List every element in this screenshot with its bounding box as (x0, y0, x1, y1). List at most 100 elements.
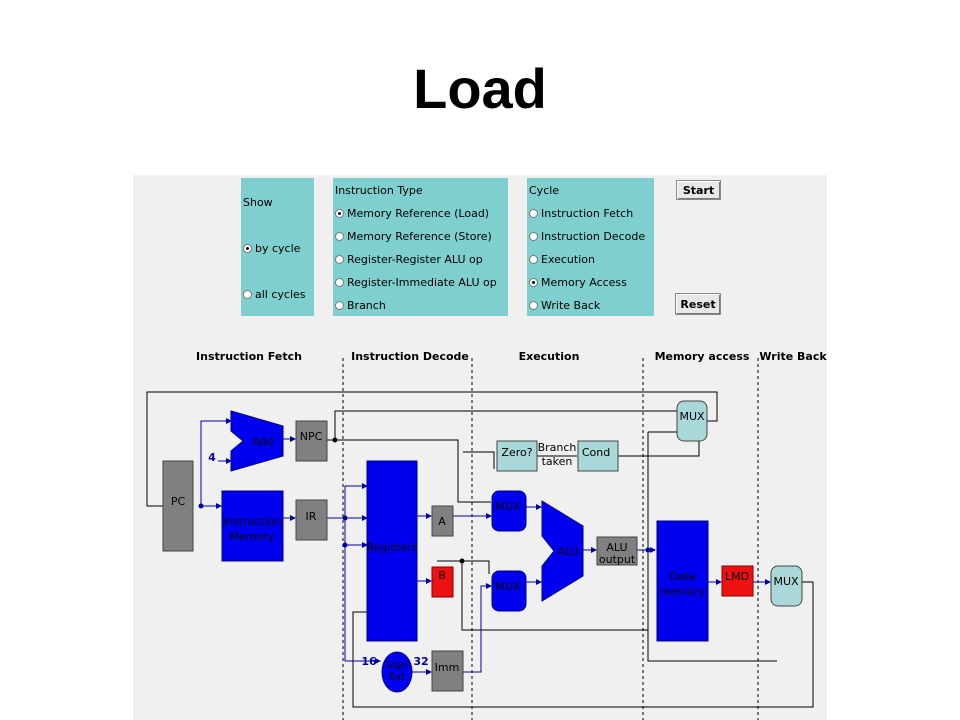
cycle-fetch-radio[interactable]: Instruction Fetch (529, 207, 633, 220)
wire-pc-to-add (200, 418, 232, 506)
cycle-option-label: Write Back (541, 299, 601, 312)
slide-title: Load (413, 57, 547, 120)
npc-register (295, 420, 328, 462)
alu-output-register (596, 536, 638, 566)
ir-register (295, 499, 328, 541)
instr-option-label: Memory Reference (Store) (347, 230, 492, 243)
show-option-label: all cycles (255, 288, 306, 301)
imm-label: Imm (435, 661, 460, 674)
sign-ext-label-1: Sign (386, 660, 408, 671)
zero-test (496, 440, 538, 472)
pc-register (162, 460, 194, 552)
junction-dot (459, 558, 465, 564)
add-label: Add (252, 435, 273, 448)
instr-option-label: Branch (347, 299, 386, 312)
cycle-option-label: Instruction Decode (541, 230, 646, 243)
wire-npc-to-mux (327, 410, 677, 441)
instr-branch-radio[interactable]: Branch (335, 299, 386, 312)
constant-four-label: 4 (208, 451, 216, 464)
junction-dot (332, 437, 338, 443)
cycle-label: Cycle (529, 184, 560, 197)
radio-icon (335, 255, 344, 264)
instr-option-label: Register-Register ALU op (347, 253, 483, 266)
pc-label: PC (171, 495, 186, 508)
imm-register (431, 650, 464, 692)
radio-icon (243, 290, 252, 299)
wire-writeback (352, 581, 814, 708)
cycle-panel: Cycle Instruction Fetch Instruction Deco… (527, 178, 654, 316)
instr-rr-alu-radio[interactable]: Register-Register ALU op (335, 253, 483, 266)
wb-mux-label: MUX (773, 575, 799, 588)
stage-label-writeback: Write Back (759, 350, 827, 363)
reset-button[interactable]: Reset (675, 293, 721, 315)
cycle-memory-radio[interactable]: Memory Access (529, 276, 627, 289)
data-memory (656, 520, 709, 642)
alu-mux-top-label: MUX (495, 500, 521, 513)
dmem-label-1: Data (669, 570, 695, 583)
cycle-decode-radio[interactable]: Instruction Decode (529, 230, 645, 243)
radio-icon (335, 301, 344, 310)
ir-label: IR (306, 510, 317, 523)
width-32-label: 32 (413, 655, 428, 668)
start-button[interactable]: Start (676, 180, 721, 200)
alu-label: ALU (557, 545, 578, 558)
alu-output-label-2: output (599, 553, 636, 566)
instr-load-radio[interactable]: Memory Reference (Load) (335, 207, 489, 220)
alu-mux-bottom-label: MUX (495, 580, 521, 593)
cycle-writeback-radio[interactable]: Write Back (529, 299, 600, 312)
radio-icon (529, 209, 538, 218)
show-panel: Show by cycle all cycles (241, 178, 314, 316)
cycle-option-label: Execution (541, 253, 595, 266)
junction-dot (645, 547, 651, 553)
wire-cond-to-mux (618, 441, 700, 457)
a-register (431, 505, 454, 537)
alu-input-mux-bottom (491, 570, 527, 612)
instr-store-radio[interactable]: Memory Reference (Store) (335, 230, 492, 243)
junction-dot (198, 503, 204, 509)
pipeline-applet: Show by cycle all cycles Instruction Typ… (133, 175, 827, 720)
instr-option-label: Register-Immediate ALU op (347, 276, 497, 289)
alu-input-mux-top (491, 490, 527, 532)
radio-icon (335, 278, 344, 287)
cond-label: Cond (582, 446, 610, 459)
show-option-label: by cycle (255, 242, 301, 255)
stage-label-decode: Instruction Decode (351, 350, 469, 363)
add-unit (230, 410, 284, 472)
radio-icon (529, 255, 538, 264)
sign-extend-unit (381, 651, 413, 693)
show-by-cycle-radio[interactable]: by cycle (243, 242, 300, 255)
wire-b-to-mux (462, 560, 490, 574)
radio-selected-icon (335, 209, 344, 218)
wire-alu-to-wbmux (647, 432, 777, 662)
datapath-diagram: Instruction Fetch Instruction Decode Exe… (146, 350, 827, 720)
instruction-type-panel: Instruction Type Memory Reference (Load)… (333, 178, 508, 316)
imem-label-2: Memory (230, 530, 275, 543)
wire-ir-to-reg3 (344, 518, 368, 548)
cycle-option-label: Instruction Fetch (541, 207, 634, 220)
show-label: Show (243, 196, 273, 209)
radio-icon (335, 232, 344, 241)
cond-register (577, 440, 619, 472)
wire-ir-to-reg (327, 483, 368, 519)
junction-dot (342, 542, 348, 548)
lmd-label: LMD (725, 570, 749, 583)
width-16-label: 16 (361, 655, 377, 668)
stage-label-fetch: Instruction Fetch (196, 350, 302, 363)
radio-selected-icon (243, 244, 252, 253)
branch-taken-label-2: taken (542, 455, 573, 468)
junction-dot (342, 515, 348, 521)
b-register (431, 566, 454, 598)
alu (541, 500, 584, 602)
a-label: A (438, 515, 446, 528)
fetch-mux (676, 400, 708, 442)
zero-label: Zero? (501, 446, 532, 459)
instr-ri-alu-radio[interactable]: Register-Immediate ALU op (335, 276, 497, 289)
wire-mux-to-pc (146, 391, 718, 507)
cycle-execution-radio[interactable]: Execution (529, 253, 595, 266)
b-label: B (438, 569, 446, 582)
lmd-register (721, 565, 754, 597)
wire-ir-to-signext (344, 545, 381, 664)
show-all-cycles-radio[interactable]: all cycles (243, 288, 306, 301)
wire-a-to-zero (463, 451, 495, 469)
stage-label-memory: Memory access (655, 350, 750, 363)
